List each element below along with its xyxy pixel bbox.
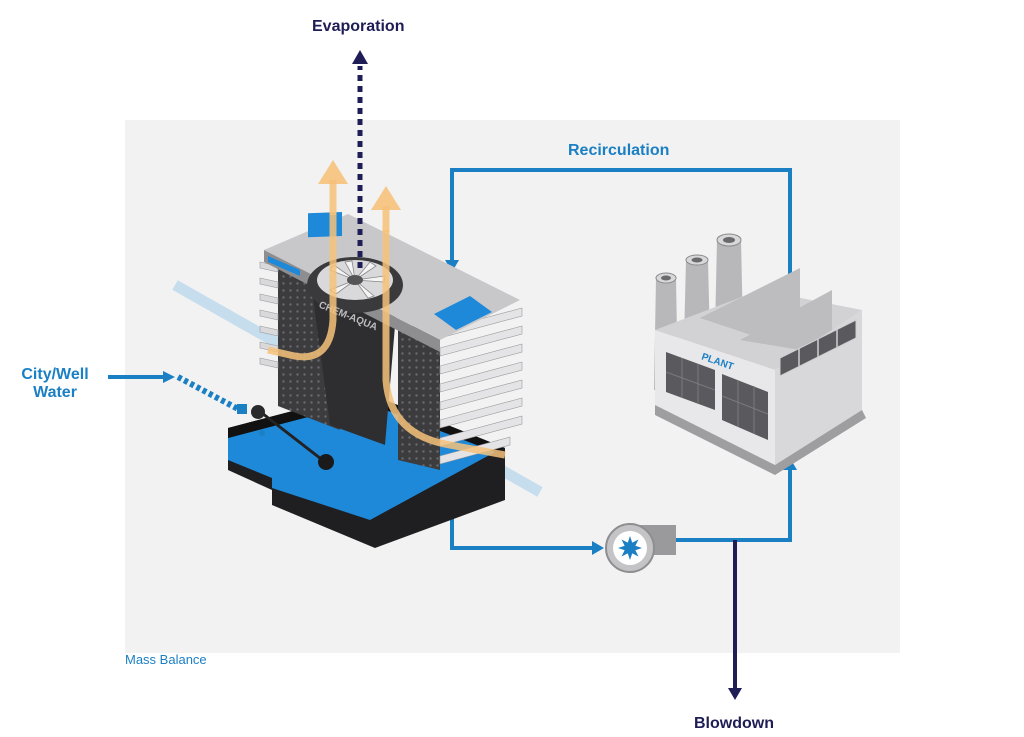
- evaporation-arrowhead: [352, 50, 368, 64]
- circulation-pump-icon: [605, 523, 676, 573]
- basin-rim: [228, 392, 505, 452]
- distribution-hatch-left: [308, 212, 342, 238]
- makeup-pipe: [176, 374, 242, 413]
- blowdown-arrowhead: [728, 688, 742, 700]
- heat-path-left: [267, 212, 337, 361]
- mass-balance-label: Mass Balance: [125, 652, 207, 667]
- recirculation-label: Recirculation: [568, 142, 670, 159]
- blowdown-label: Blowdown: [694, 715, 774, 732]
- float-valve-icon: [237, 404, 334, 470]
- heat-path-right: [382, 230, 506, 459]
- pump-outlet-pipe: [676, 468, 792, 542]
- evaporation-label: Evaporation: [312, 18, 405, 35]
- city-water-arrowhead: [163, 371, 175, 383]
- distribution-hatch-right: [434, 296, 492, 330]
- city-well-label-line2: Water: [33, 384, 77, 401]
- heat-arrowhead-left: [318, 160, 348, 184]
- plant-building-icon: [654, 233, 866, 475]
- recirculation-pipe: [450, 168, 792, 275]
- city-well-label-line1: City/Well: [21, 366, 89, 383]
- city-well-water-label: City/Well Water: [10, 366, 100, 402]
- deck-blue-strip: [268, 256, 300, 276]
- heat-arrowhead-right: [371, 186, 401, 210]
- fan-hub: [347, 275, 363, 285]
- pump-inlet-arrowhead: [592, 541, 604, 555]
